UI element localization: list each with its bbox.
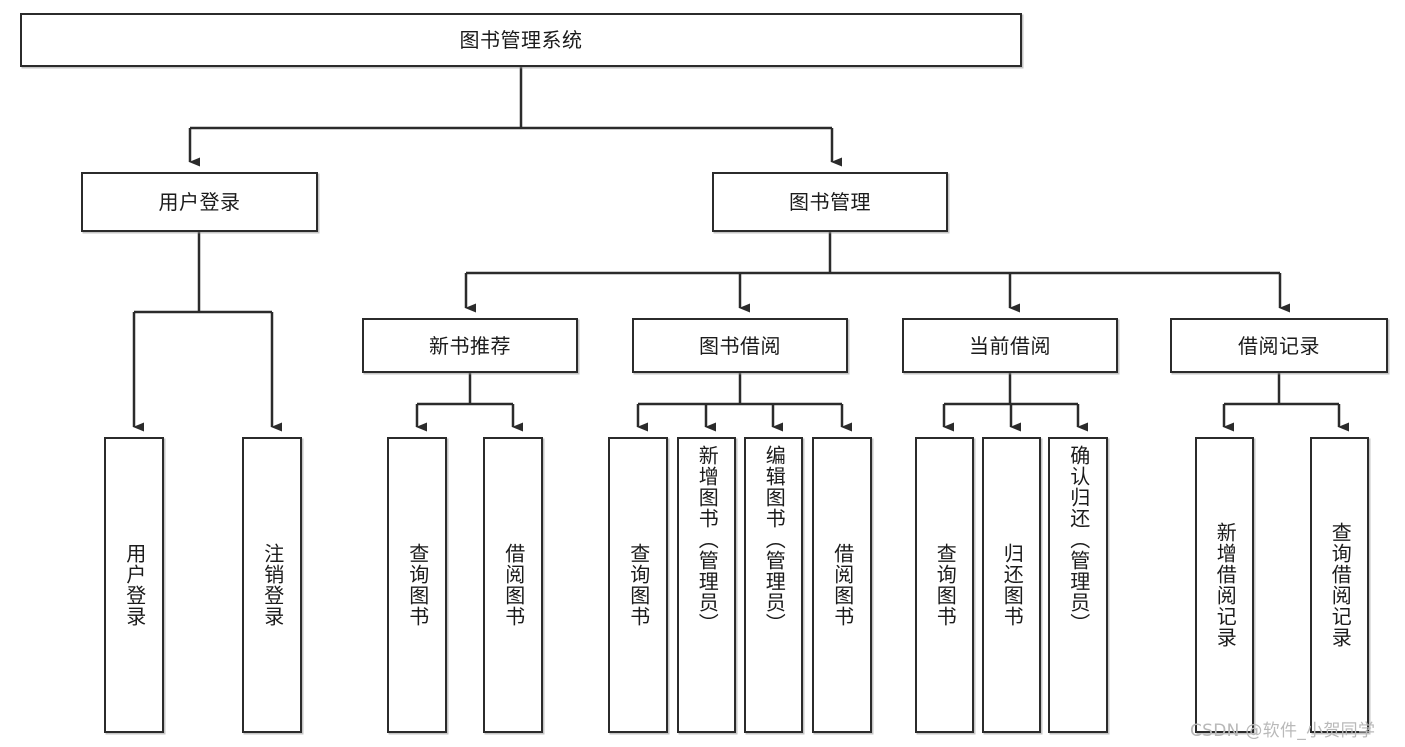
node-user-login-label: 用户登录 bbox=[158, 190, 241, 214]
node-book-borrowing-label: 图书借阅 bbox=[699, 333, 781, 358]
node-borrow-record[interactable]: 借阅记录 bbox=[1170, 318, 1388, 373]
node-leaf-logout[interactable]: 注销登录 bbox=[242, 437, 302, 733]
node-root[interactable]: 图书管理系统 bbox=[20, 13, 1022, 67]
node-leaf-newbook-borrow-label: 借阅图书 bbox=[501, 543, 526, 627]
node-leaf-newbook-query-label: 查询图书 bbox=[405, 543, 430, 627]
node-leaf-newbook-borrow[interactable]: 借阅图书 bbox=[483, 437, 543, 733]
node-leaf-user-login-label: 用户登录 bbox=[122, 543, 147, 627]
node-book-management-label: 图书管理 bbox=[789, 190, 871, 214]
node-leaf-record-add-label: 新增借阅记录 bbox=[1213, 522, 1238, 648]
node-leaf-current-return[interactable]: 归还图书 bbox=[982, 437, 1041, 733]
node-leaf-record-query-label: 查询借阅记录 bbox=[1328, 522, 1353, 648]
node-leaf-logout-label: 注销登录 bbox=[260, 543, 285, 627]
node-leaf-user-login[interactable]: 用户登录 bbox=[104, 437, 164, 733]
node-leaf-current-confirm[interactable]: 确认归还（管理员） bbox=[1048, 437, 1108, 733]
node-leaf-borrow-query-label: 查询图书 bbox=[626, 543, 651, 627]
node-leaf-current-confirm-label: 确认归还（管理员） bbox=[1066, 445, 1091, 634]
node-leaf-record-add[interactable]: 新增借阅记录 bbox=[1195, 437, 1254, 733]
node-leaf-current-return-label: 归还图书 bbox=[1000, 543, 1025, 627]
node-leaf-current-query-label: 查询图书 bbox=[933, 543, 958, 627]
node-leaf-borrow-add-label: 新增图书（管理员） bbox=[695, 445, 720, 634]
node-new-book-recommendation[interactable]: 新书推荐 bbox=[362, 318, 578, 373]
csdn-watermark: CSDN @软件_小贺同学 bbox=[1190, 721, 1376, 741]
node-leaf-borrow-lend-label: 借阅图书 bbox=[830, 543, 855, 627]
node-leaf-borrow-add[interactable]: 新增图书（管理员） bbox=[677, 437, 736, 733]
node-book-borrowing[interactable]: 图书借阅 bbox=[632, 318, 848, 373]
node-leaf-borrow-lend[interactable]: 借阅图书 bbox=[812, 437, 872, 733]
node-leaf-borrow-edit[interactable]: 编辑图书（管理员） bbox=[744, 437, 803, 733]
node-leaf-newbook-query[interactable]: 查询图书 bbox=[387, 437, 447, 733]
node-leaf-borrow-query[interactable]: 查询图书 bbox=[608, 437, 668, 733]
node-leaf-record-query[interactable]: 查询借阅记录 bbox=[1310, 437, 1369, 733]
node-borrow-record-label: 借阅记录 bbox=[1238, 333, 1320, 358]
node-book-management[interactable]: 图书管理 bbox=[712, 172, 948, 232]
node-leaf-current-query[interactable]: 查询图书 bbox=[915, 437, 974, 733]
node-root-label: 图书管理系统 bbox=[459, 28, 583, 52]
node-current-borrowing[interactable]: 当前借阅 bbox=[902, 318, 1118, 373]
node-current-borrowing-label: 当前借阅 bbox=[969, 333, 1051, 358]
node-new-book-recommendation-label: 新书推荐 bbox=[429, 333, 511, 358]
node-leaf-borrow-edit-label: 编辑图书（管理员） bbox=[762, 445, 787, 634]
node-user-login[interactable]: 用户登录 bbox=[81, 172, 318, 232]
